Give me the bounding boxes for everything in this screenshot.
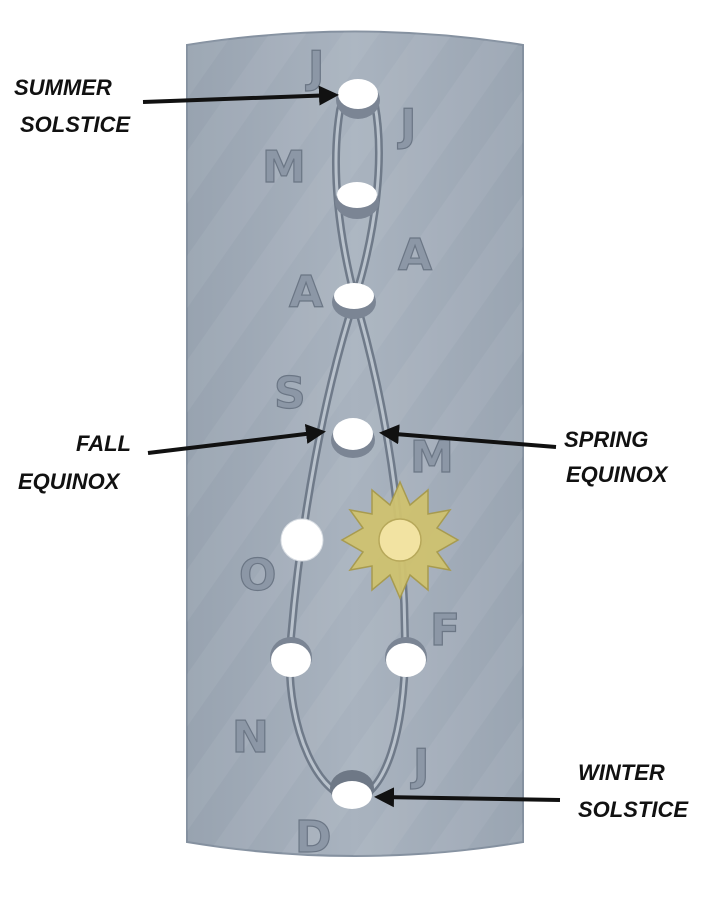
fall-equinox-line2: EQUINOX [18,469,121,494]
hole-february [385,637,427,677]
month-feb: F [430,605,460,656]
month-dec: D [295,812,332,863]
month-jan: J [410,740,429,791]
hole-winter-solstice [330,770,374,809]
arrow-winter-solstice [374,787,561,808]
spring-equinox-line2: EQUINOX [566,462,669,487]
month-oct: O [239,550,276,601]
pointer-arrows [142,85,561,808]
winter-solstice-label: WINTER SOLSTICE [578,760,689,822]
sun-icon [340,480,460,600]
winter-solstice-line2: SOLSTICE [578,797,689,822]
spring-equinox-label: SPRING EQUINOX [564,427,669,487]
month-nov: N [232,712,269,763]
winter-solstice-line1: WINTER [578,760,665,785]
month-letters: J J M A A S M O F N J D [231,41,460,863]
month-aug: A [398,230,432,281]
summer-solstice-line2: SOLSTICE [20,112,131,137]
hole-october [280,518,324,562]
arrow-fall-equinox [147,423,326,455]
hole-april [332,283,376,319]
hole-equinox [331,418,375,458]
summer-solstice-line1: SUMMER [14,75,112,100]
sun-positions [270,79,427,809]
hole-summer-solstice [336,79,380,119]
fall-equinox-label: FALL EQUINOX [18,431,131,494]
summer-solstice-label: SUMMER SOLSTICE [14,75,131,137]
arrow-summer-solstice [142,85,339,106]
month-may: M [262,142,306,193]
month-jun: J [305,42,324,93]
hole-may [335,182,379,219]
fall-equinox-line1: FALL [76,431,131,456]
hole-november [270,637,312,677]
month-apr: A [289,267,323,318]
month-jul: J [397,100,416,151]
month-mar: M [410,432,454,483]
arrow-spring-equinox [379,424,557,449]
spring-equinox-line1: SPRING [564,427,648,452]
month-sep: S [274,368,306,419]
sun-core [378,518,422,562]
